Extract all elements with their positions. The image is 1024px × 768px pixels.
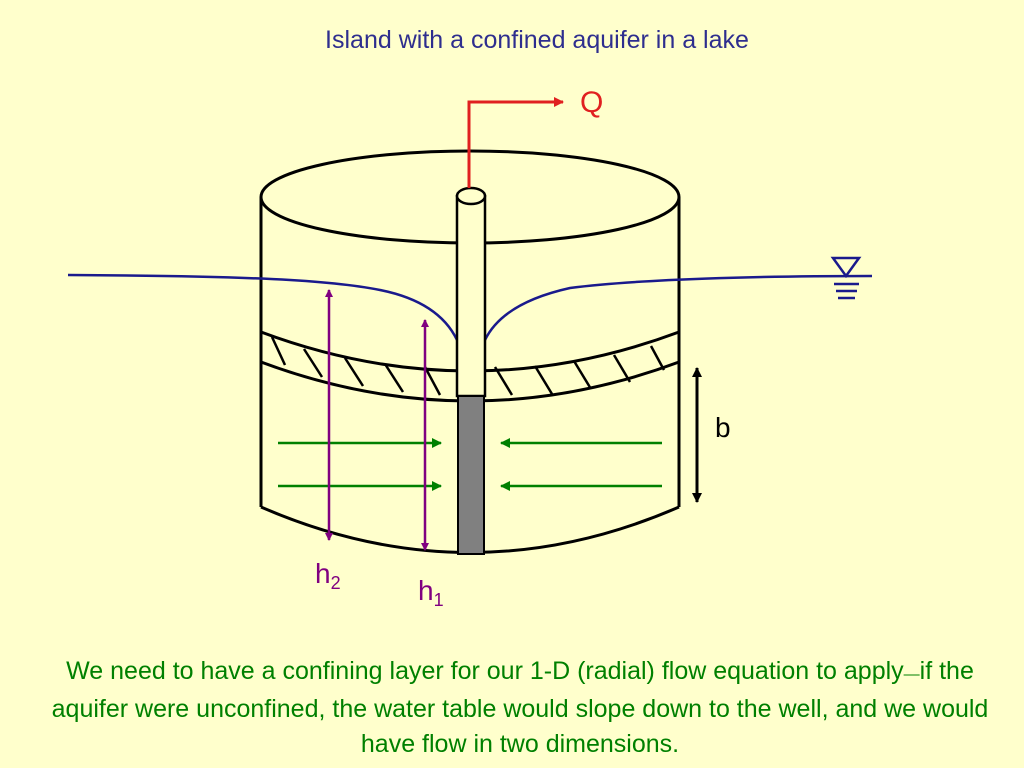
pumping-arrow: [467, 97, 564, 188]
water-level-triangle-icon: [830, 256, 862, 300]
aquifer-thickness-label: b: [715, 412, 731, 443]
slide-title: Island with a confined aquifer in a lake: [325, 26, 749, 54]
caption-part-2: if the aquifer were unconfined, the wate…: [51, 657, 989, 758]
explanation-caption: We need to have a confining layer for ou…: [40, 654, 1000, 762]
confining-layer: [260, 330, 680, 403]
head-label-h2-letter: h: [315, 558, 331, 589]
piezometric-surface-line: [67, 273, 873, 341]
head-label-h1: h1: [418, 575, 444, 611]
head-label-h2-subscript: 2: [330, 573, 341, 593]
caption-part-1: We need to have a confining layer for ou…: [66, 657, 904, 685]
head-label-h1-letter: h: [418, 575, 434, 606]
pumping-rate-label: Q: [580, 86, 604, 119]
well-screen: [457, 395, 485, 555]
head-label-h1-subscript: 1: [433, 590, 444, 610]
flow-arrows: [278, 438, 662, 491]
head-label-h2: h2: [315, 558, 341, 594]
well-casing: [455, 186, 487, 398]
caption-dash: —: [903, 666, 920, 683]
